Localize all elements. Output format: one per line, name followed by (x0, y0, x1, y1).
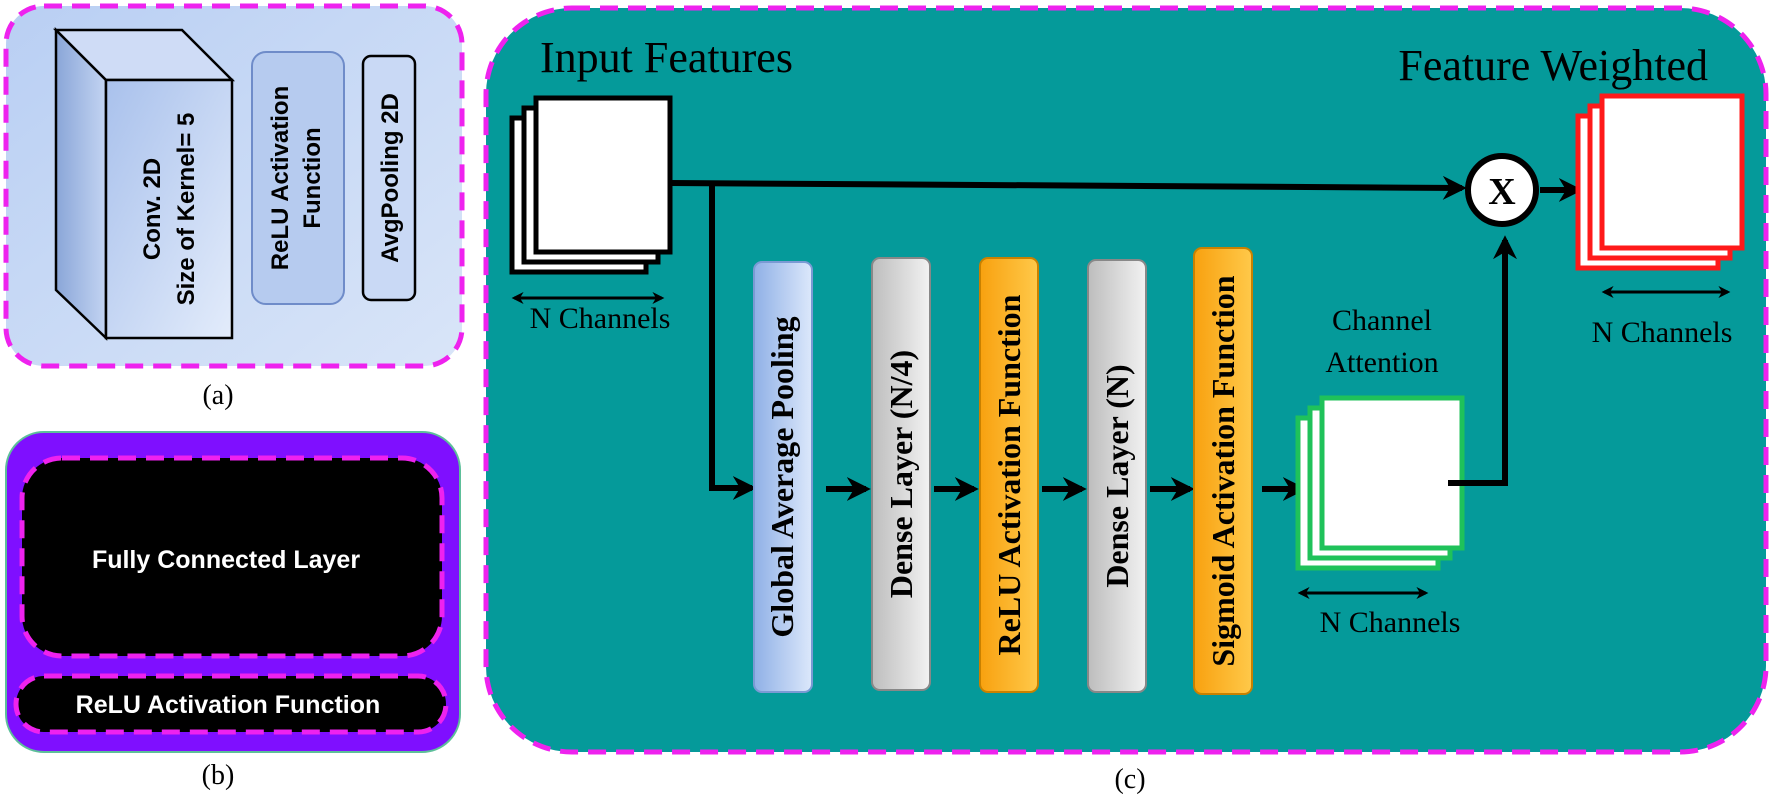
dense2-block: Dense Layer (N) (1087, 259, 1147, 693)
output-feature-stack (1575, 93, 1745, 271)
panel-a: Conv. 2D Size of Kernel= 5 ReLU Activati… (3, 3, 465, 411)
sigmoid-label: Sigmoid Activation Function (1205, 275, 1241, 666)
skip-connection-line (669, 175, 1467, 200)
dense1-block: Dense Layer (N/4) (871, 257, 931, 691)
gap-block: Global Average Pooling (753, 261, 813, 693)
input-feature-stack (509, 95, 673, 275)
output-channels-label: N Channels (1592, 316, 1733, 349)
channel-attention-line2: Attention (1325, 346, 1438, 379)
panel-a-relu-line1: ReLU Activation (267, 86, 294, 270)
multiply-symbol: X (1488, 171, 1515, 213)
panel-b-relu-block (13, 673, 449, 735)
attention-channels-label: N Channels (1320, 606, 1461, 639)
panel-a-caption: (a) (202, 380, 233, 411)
panel-a-relu-line2: Function (299, 127, 326, 228)
fully-connected-block (19, 455, 445, 659)
conv2d-block: Conv. 2D Size of Kernel= 5 (52, 26, 236, 341)
channel-attention-stack (1295, 395, 1465, 571)
attention-to-multiply-line (1448, 235, 1517, 486)
kernel-size-label: Size of Kernel= 5 (173, 113, 200, 306)
gap-label: Global Average Pooling (764, 316, 800, 637)
panel-c-caption: (c) (1114, 764, 1145, 795)
avgpooling-label: AvgPooling 2D (377, 93, 404, 263)
panel-a-relu-block: ReLU Activation Function (251, 51, 345, 305)
dense2-label: Dense Layer (N) (1099, 364, 1135, 587)
panel-b-relu-label: ReLU Activation Function (76, 691, 381, 719)
feature-weighted-title: Feature Weighted (1398, 41, 1708, 90)
avgpooling-block: AvgPooling 2D (361, 54, 417, 302)
input-features-title: Input Features (540, 33, 793, 82)
fully-connected-label: Fully Connected Layer (92, 546, 360, 574)
panel-b-caption: (b) (202, 760, 235, 791)
conv2d-label: Conv. 2D (139, 158, 166, 260)
dense1-label: Dense Layer (N/4) (883, 350, 919, 598)
relu-block: ReLU Activation Function (979, 257, 1039, 693)
panel-c: Input Features Feature Weighted N Channe… (483, 5, 1769, 795)
sigmoid-block: Sigmoid Activation Function (1193, 247, 1253, 695)
multiply-node: X (1465, 153, 1539, 227)
branch-to-gap-line (709, 184, 757, 500)
panel-b: Fully Connected Layer ReLU Activation Fu… (5, 431, 461, 791)
relu-label: ReLU Activation Function (991, 294, 1027, 655)
channel-attention-line1: Channel (1332, 304, 1432, 337)
input-channels-label: N Channels (530, 302, 671, 335)
